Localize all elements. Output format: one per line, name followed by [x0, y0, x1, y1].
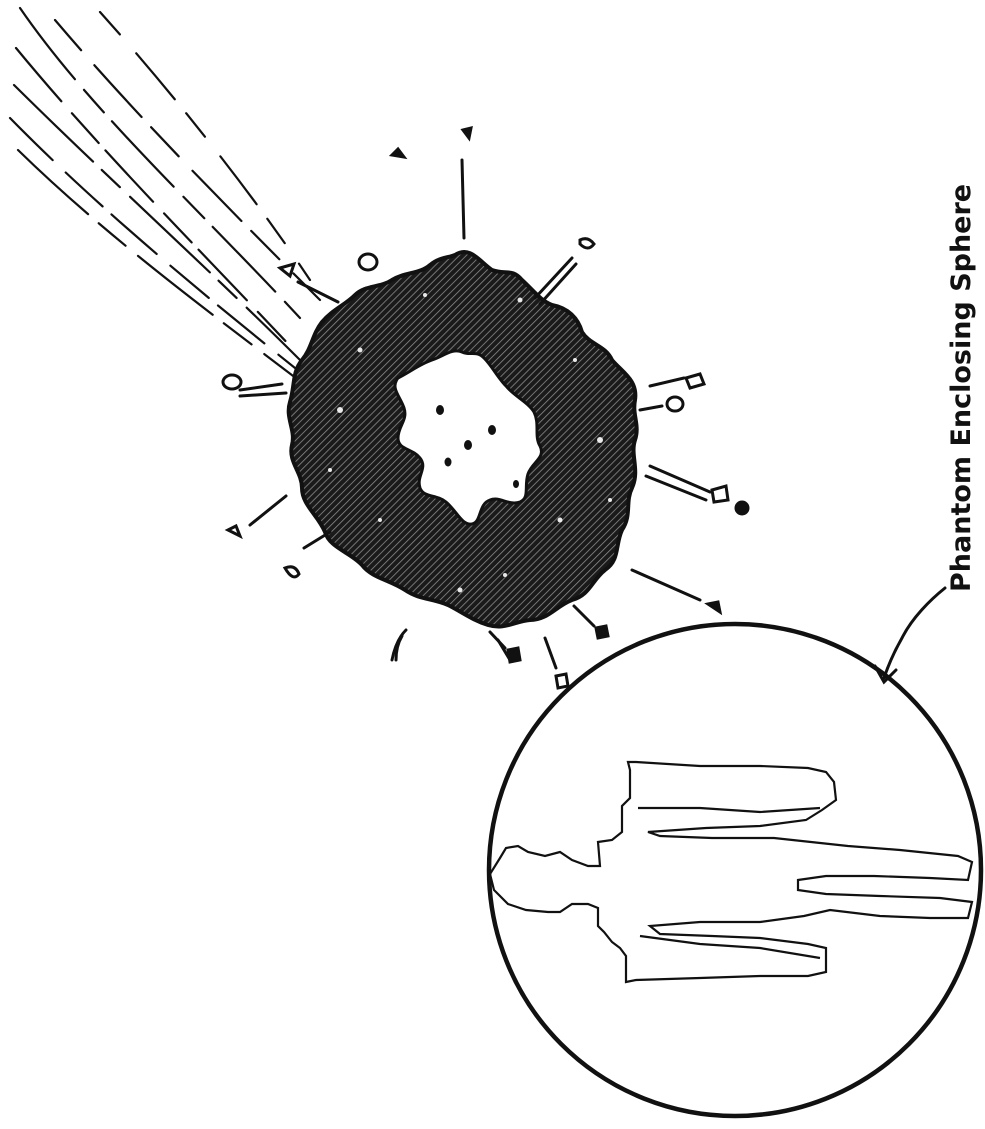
- sphere-label-container: Phantom Enclosing Sphere: [946, 0, 977, 330]
- enclosing-sphere: [489, 624, 981, 1116]
- phantom-human-figure: [490, 762, 972, 982]
- sphere-label: Phantom Enclosing Sphere: [946, 184, 977, 592]
- incoming-fragment-streaks: [10, 8, 320, 385]
- sphere-label-leader: [875, 588, 945, 682]
